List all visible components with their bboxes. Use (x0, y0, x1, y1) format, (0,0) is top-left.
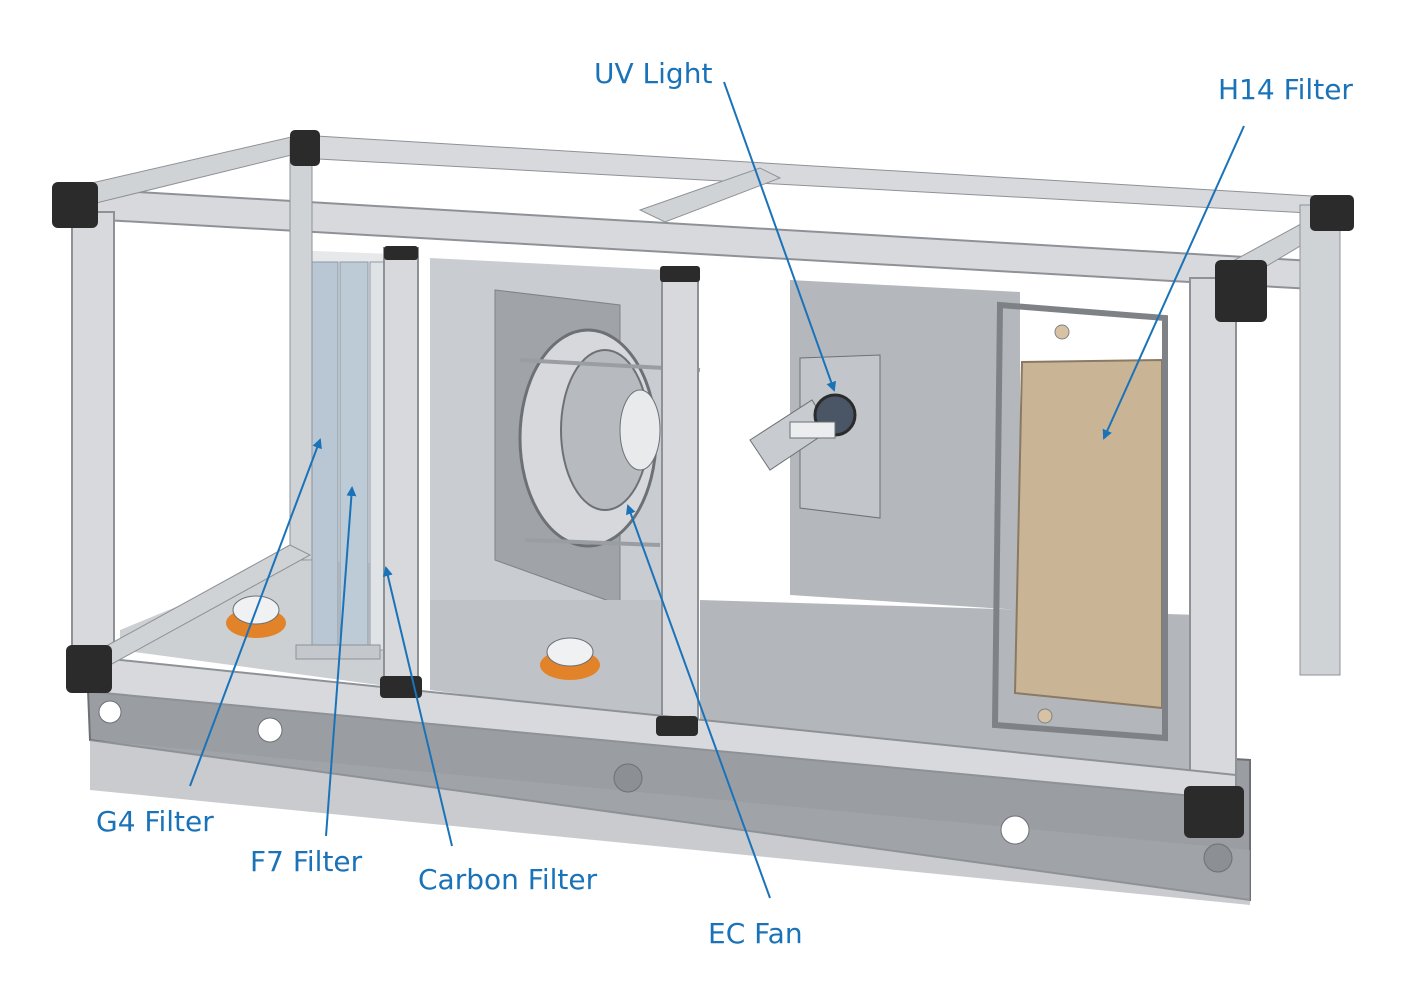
h14-filter-leader (1102, 125, 1245, 440)
uv-light-label: UV Light (594, 57, 713, 90)
clamp-knob (1054, 324, 1070, 340)
clamp-knob (1037, 708, 1053, 724)
uv-light-tube (789, 421, 836, 439)
f7-filter-leader (325, 486, 357, 837)
base-hole (257, 717, 283, 743)
g4-filter-label: G4 Filter (96, 805, 214, 838)
g4-filter-leader (189, 438, 322, 787)
frame-post-center (661, 267, 699, 729)
carbon-filter-label: Carbon Filter (418, 863, 598, 896)
uv-light-leader (723, 81, 837, 392)
ec-fan-motor (619, 389, 661, 471)
ec-fan-leader (626, 504, 771, 899)
corner-cap (1310, 195, 1354, 231)
fan-rod (524, 538, 661, 547)
top-frame-back-rail (299, 134, 1346, 216)
corner-cap (52, 182, 98, 228)
g4-filter-panel (311, 261, 339, 651)
corner-cap (1215, 260, 1267, 322)
h14-filter-label: H14 Filter (1218, 73, 1353, 106)
corner-cap (290, 130, 320, 166)
frame-post-back-right (1299, 204, 1341, 676)
base-hole (1000, 815, 1030, 845)
corner-cap (66, 645, 112, 693)
corner-cap (1184, 786, 1244, 838)
frame-post-front-right (1189, 277, 1237, 799)
corner-cap (380, 676, 422, 698)
frame-post-back-left (289, 139, 313, 561)
h14-filter-frame (991, 301, 1168, 742)
uv-light-bracket (799, 354, 881, 519)
h14-filter-panel (1013, 358, 1163, 710)
corner-cap (660, 266, 700, 282)
base-hole (1203, 843, 1233, 873)
corner-cap (384, 246, 418, 260)
corner-cap (656, 716, 698, 736)
base-tray-front (90, 740, 1250, 905)
pressure-sensor-cap (546, 637, 594, 667)
f7-filter-label: F7 Filter (250, 845, 363, 878)
base-hole (98, 700, 122, 724)
frame-post-mid-left (383, 247, 419, 689)
base-hole (613, 763, 643, 793)
carbon-filter-panel (369, 261, 385, 651)
top-frame-mid-rail (638, 167, 782, 223)
ec-fan-label: EC Fan (708, 917, 803, 950)
filter-base (295, 644, 381, 660)
frame-post-front-left (71, 211, 115, 683)
carbon-filter-leader (382, 566, 453, 847)
